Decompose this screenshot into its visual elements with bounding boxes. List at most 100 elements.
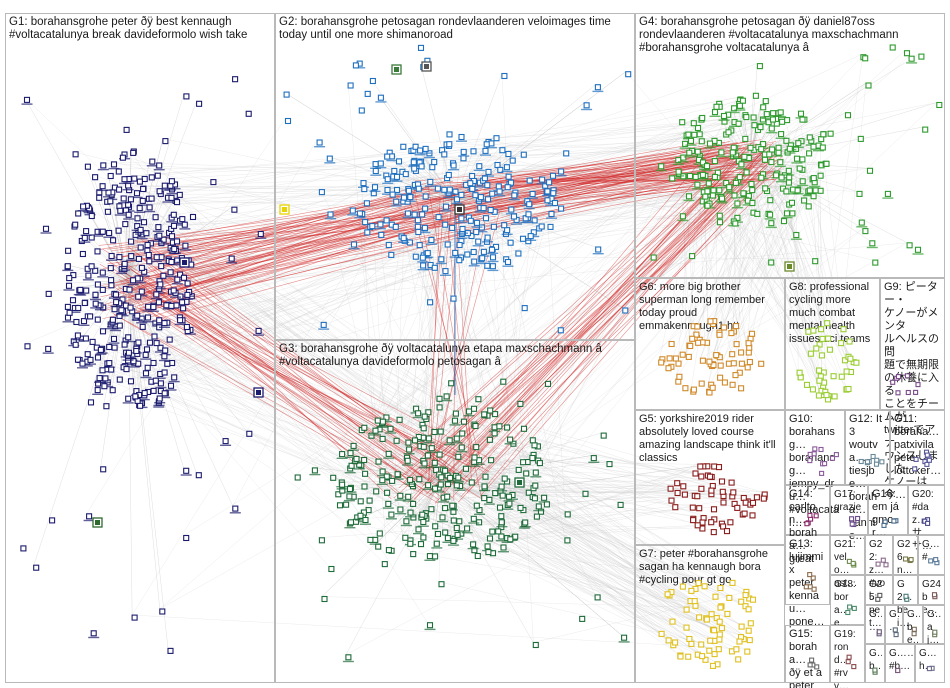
node-g1 (108, 252, 115, 260)
node-g4 (785, 167, 792, 174)
node-g1 (131, 614, 138, 621)
node-g12 (879, 459, 885, 465)
node-g2 (283, 91, 290, 98)
node-label-g4 (703, 187, 715, 189)
edge (704, 188, 709, 362)
node-g4 (718, 195, 726, 202)
node-g4 (699, 171, 706, 178)
node-g3 (473, 444, 480, 451)
node-g6 (707, 318, 714, 325)
node-label-g1 (105, 328, 117, 330)
node-g3 (472, 422, 479, 430)
node-g4 (718, 149, 725, 156)
edge (485, 463, 698, 545)
node-label-g1 (125, 259, 137, 261)
node-label-g3 (413, 532, 424, 535)
node-g3 (436, 395, 443, 402)
edge (405, 63, 758, 187)
node-g3 (367, 536, 374, 543)
node-g1 (125, 395, 132, 402)
node-label-g1 (103, 196, 114, 198)
node-g6 (675, 360, 682, 367)
node-g1 (107, 172, 114, 180)
edge (535, 457, 699, 475)
node-g2 (414, 223, 421, 230)
node-label-g3 (309, 473, 321, 476)
node-g1 (152, 377, 159, 384)
edge (432, 485, 691, 506)
node-label-g4 (856, 226, 868, 228)
node-g3 (362, 470, 369, 477)
node-g2 (327, 211, 334, 218)
node-g1 (161, 390, 168, 397)
node-g10 (812, 446, 818, 452)
node-g10 (829, 455, 836, 461)
node-g2 (384, 186, 391, 194)
edge (420, 435, 689, 599)
node-g2 (441, 151, 448, 158)
node-g3 (421, 413, 428, 420)
node-label-g2 (314, 146, 326, 148)
node-g1 (84, 163, 91, 170)
node-g4 (768, 259, 775, 266)
node-g4 (865, 82, 872, 89)
node-label-g1 (122, 189, 134, 191)
node-label-g2 (440, 274, 451, 276)
node-g3 (379, 418, 386, 425)
node-label-g4 (809, 185, 821, 188)
node-label-g1 (107, 323, 119, 325)
node-g7 (686, 635, 693, 643)
edge (173, 187, 717, 199)
node-label-g2 (440, 210, 452, 212)
node-label-g4 (655, 169, 667, 172)
node-g1 (158, 263, 165, 270)
node-g7 (677, 653, 684, 660)
node-g1 (116, 186, 123, 193)
node-g1 (150, 303, 157, 311)
node-label-g1 (154, 287, 166, 290)
node-g2 (415, 228, 422, 236)
node-g4 (685, 131, 692, 138)
node-g2 (520, 151, 527, 158)
edge (438, 199, 456, 257)
node-g3 (450, 517, 457, 524)
node-g2 (417, 147, 424, 154)
node-label-g3 (424, 628, 436, 631)
node-g3 (486, 496, 493, 503)
node-label-g3 (385, 518, 397, 520)
node-label-g3 (419, 467, 430, 469)
edge (188, 159, 412, 263)
edge (321, 596, 685, 608)
node-label-g3 (385, 432, 396, 434)
node-g2 (318, 189, 325, 196)
node-g3 (481, 411, 488, 418)
node-g2 (484, 182, 491, 189)
node-g2 (400, 194, 408, 201)
node-g3 (436, 404, 443, 411)
node-g2 (544, 197, 551, 204)
edge (512, 534, 715, 616)
edge (476, 197, 705, 520)
node-g33 (895, 667, 901, 674)
node-g3 (532, 469, 539, 476)
node-g2 (450, 295, 457, 302)
node-g1 (156, 162, 163, 169)
node-g1 (127, 196, 134, 203)
node-label-g4 (672, 163, 684, 165)
node-g1 (156, 188, 163, 195)
node-g7 (665, 637, 672, 644)
node-g3 (420, 518, 427, 526)
node-g1 (113, 299, 120, 306)
node-g5 (692, 470, 699, 477)
node-g22 (875, 561, 881, 567)
node-label-g2 (449, 256, 461, 258)
node-g3 (346, 485, 354, 493)
edge (532, 495, 746, 500)
node-g5 (741, 510, 748, 517)
node-g4 (741, 153, 748, 160)
node-label-g1 (131, 319, 143, 321)
edge (439, 479, 486, 545)
node-g1 (106, 343, 113, 351)
node-g1 (110, 237, 117, 244)
edge (412, 233, 529, 439)
